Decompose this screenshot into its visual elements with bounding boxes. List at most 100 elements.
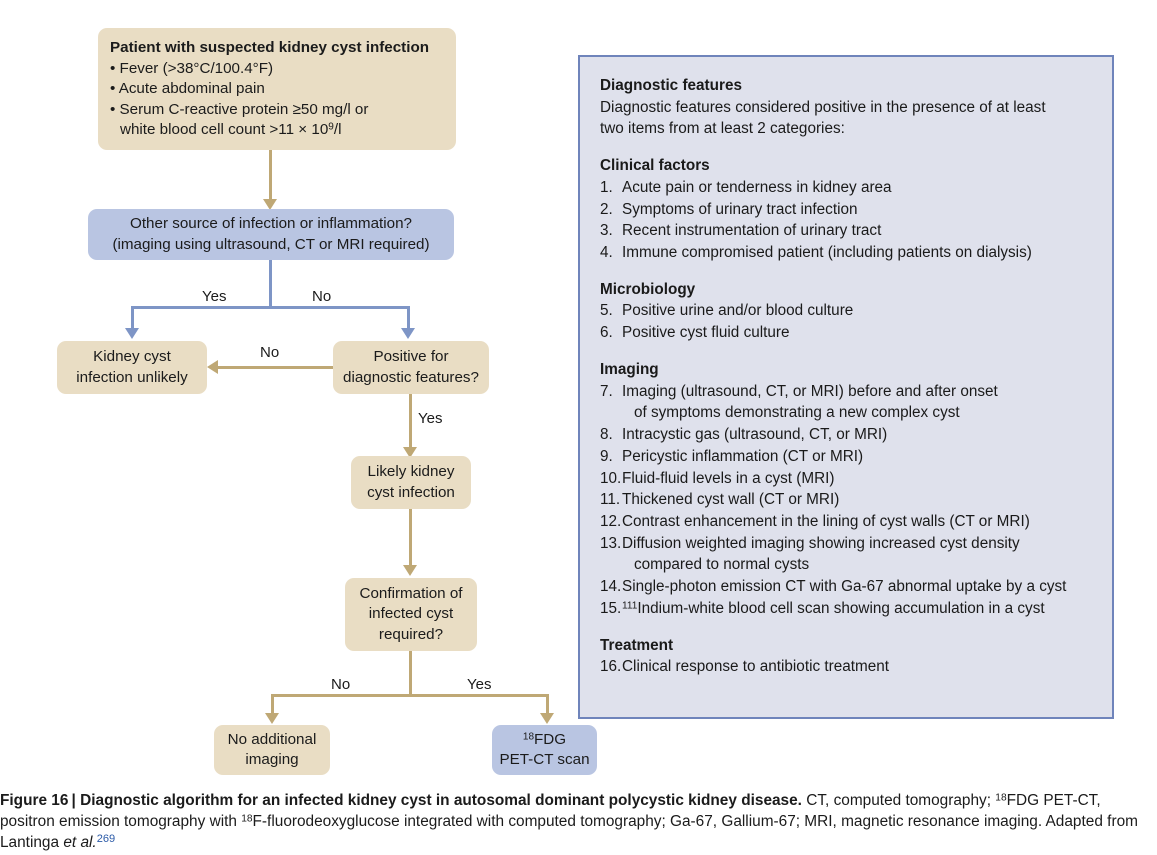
node-no-imaging-line2: imaging: [245, 751, 299, 768]
item-number: 6.: [600, 324, 613, 342]
panel-list-item: 12.Contrast enhancement in the lining of…: [600, 511, 1094, 533]
arrowhead-patient-to-other-source: [263, 199, 277, 210]
item-text: Symptoms of urinary tract infection: [622, 200, 858, 218]
node-petct-line2: PET-CT scan: [499, 751, 590, 768]
panel-section-heading-clinical: Clinical factors: [600, 157, 710, 175]
arrowhead-confirmation-yes: [540, 713, 554, 724]
caption-separator: |: [71, 792, 76, 809]
caption-abbrev-2: FDG PET-CT, positron emission tomography…: [0, 792, 1101, 830]
connector-branch-no-down: [407, 306, 410, 332]
node-unlikely-line1: Kidney cyst: [93, 348, 171, 366]
item-number: 5.: [600, 302, 613, 320]
panel-intro-line2: two items from at least 2 categories:: [600, 120, 845, 138]
item-number: 14.: [600, 578, 622, 596]
diagnostic-features-panel: Diagnostic features Diagnostic features …: [578, 55, 1114, 719]
arrowhead-branch-yes: [125, 328, 139, 339]
panel-list-item: 14.Single-photon emission CT with Ga-67 …: [600, 576, 1094, 598]
connector-confirmation-stem: [409, 651, 412, 696]
item-text-main: Indium-white blood cell scan showing acc…: [637, 599, 1045, 617]
item-number: 7.: [600, 382, 613, 400]
arrowhead-likely-to-confirmation: [403, 565, 417, 576]
panel-list-item: 6. Positive cyst fluid culture: [600, 322, 1094, 344]
node-patient-bullet-2: • Acute abdominal pain: [110, 80, 265, 98]
panel-list-item: 9.Pericystic inflammation (CT or MRI): [600, 446, 1094, 468]
item-text: Positive urine and/or blood culture: [622, 302, 854, 320]
node-likely-infection: Likely kidney cyst infection: [351, 456, 471, 509]
panel-list-item: 10.Fluid-fluid levels in a cyst (MRI): [600, 468, 1094, 490]
item-number: 4.: [600, 244, 613, 262]
item-number: 11.: [600, 491, 621, 509]
item-text: Intracystic gas (ultrasound, CT, or MRI): [622, 426, 888, 444]
panel-spacer-2: [600, 264, 1094, 279]
connector-patient-to-other-source: [269, 150, 272, 203]
panel-section-heading-imaging: Imaging: [600, 360, 659, 378]
caption-fdg-superscript: 18: [995, 792, 1007, 804]
item-text-main: Diffusion weighted imaging showing incre…: [622, 534, 1020, 552]
node-positive-line1: Positive for: [373, 348, 449, 366]
connector-positive-to-likely: [409, 394, 412, 452]
panel-list-item: 1. Acute pain or tenderness in kidney are…: [600, 177, 1094, 199]
node-fdg-petct-scan: 18FDG PET-CT scan: [492, 725, 597, 775]
item-number: 1.: [600, 178, 613, 196]
node-other-source-line2: (imaging using ultrasound, CT or MRI req…: [112, 235, 430, 253]
item-number: 3.: [600, 222, 613, 240]
connector-other-source-stem: [269, 260, 272, 308]
caption-reference: 269: [96, 832, 116, 845]
panel-list-item: 13.Diffusion weighted imaging showing in…: [600, 533, 1094, 576]
item-number: 16.: [600, 658, 622, 676]
item-text: Diffusion weighted imaging showing incre…: [622, 533, 1094, 576]
panel-list-item: 16.Clinical response to antibiotic treat…: [600, 656, 1094, 678]
caption-figure-label: Figure 16: [0, 792, 69, 809]
node-infection-unlikely: Kidney cyst infection unlikely: [57, 341, 207, 394]
connector-confirmation-horizontal: [271, 694, 549, 697]
panel-intro-line1: Diagnostic features considered positive …: [600, 98, 1046, 116]
petct-line1-text: FDG: [534, 730, 567, 748]
item-text: Single-photon emission CT with Ga-67 abn…: [622, 578, 1067, 596]
edge-label-yes-branch-2: Yes: [464, 676, 495, 693]
item-text-cont: of symptoms demonstrating a new complex …: [634, 404, 960, 422]
connector-confirmation-yes-down: [546, 694, 549, 717]
node-confirmation-line2: infected cyst: [368, 605, 454, 623]
node-patient-title: Patient with suspected kidney cyst infec…: [110, 38, 430, 56]
bullet3-cont-post: /l: [333, 120, 342, 138]
node-confirmation-line3: required?: [378, 625, 444, 643]
node-no-imaging-line1: No additional: [227, 730, 317, 748]
node-likely-line2: cyst infection: [367, 483, 455, 501]
panel-list-item: 8. Intracystic gas (ultrasound, CT, or MR…: [600, 424, 1094, 446]
node-positive-line2: diagnostic features?: [343, 368, 479, 386]
bullet3-superscript: 9: [328, 121, 334, 133]
item-text: Thickened cyst wall (CT or MRI): [622, 491, 840, 509]
item-text: Acute pain or tenderness in kidney area: [622, 178, 892, 196]
arrowhead-positive-to-likely: [403, 447, 417, 458]
node-confirmation-line1: Confirmation of: [359, 585, 463, 603]
item-text-cont: compared to normal cysts: [634, 556, 810, 574]
panel-spacer-4: [600, 620, 1094, 635]
item-number: 13.: [600, 534, 622, 552]
caption-abbrev-3: F-fluorodeoxyglucose integrated with com…: [0, 812, 1138, 851]
bullet3-cont-pre: white blood cell count >11 × 10: [120, 120, 329, 138]
item-number: 15.: [600, 599, 622, 617]
edge-label-no-branch-1: No: [309, 288, 335, 305]
edge-label-no-branch-2: No: [328, 676, 354, 693]
edge-label-yes-branch-1: Yes: [199, 288, 230, 305]
connector-likely-to-confirmation: [409, 509, 412, 571]
item-number: 2.: [600, 200, 613, 218]
indium-superscript: 111: [622, 600, 638, 612]
petct-superscript: 18: [522, 731, 535, 743]
caption-et-al: et al.: [63, 833, 97, 851]
node-no-additional-imaging: No additional imaging: [214, 725, 330, 775]
node-other-source: Other source of infection or inflammatio…: [88, 209, 454, 260]
item-number: 9.: [600, 447, 613, 465]
connector-confirmation-no-down: [271, 694, 274, 717]
caption-f-superscript: 18: [241, 813, 253, 825]
panel-list-item: 7.Imaging (ultrasound, CT, or MRI) befor…: [600, 381, 1094, 424]
node-patient-suspected: Patient with suspected kidney cyst infec…: [98, 28, 456, 150]
node-confirmation-required: Confirmation of infected cyst required?: [345, 578, 477, 651]
item-text: Positive cyst fluid culture: [622, 324, 790, 342]
item-text: Recent instrumentation of urinary tract: [622, 222, 882, 240]
item-number: 8.: [600, 426, 613, 444]
item-text: Immune compromised patient (including pa…: [622, 244, 1032, 262]
arrowhead-positive-to-unlikely: [207, 360, 218, 374]
panel-spacer-1: [600, 140, 1094, 155]
